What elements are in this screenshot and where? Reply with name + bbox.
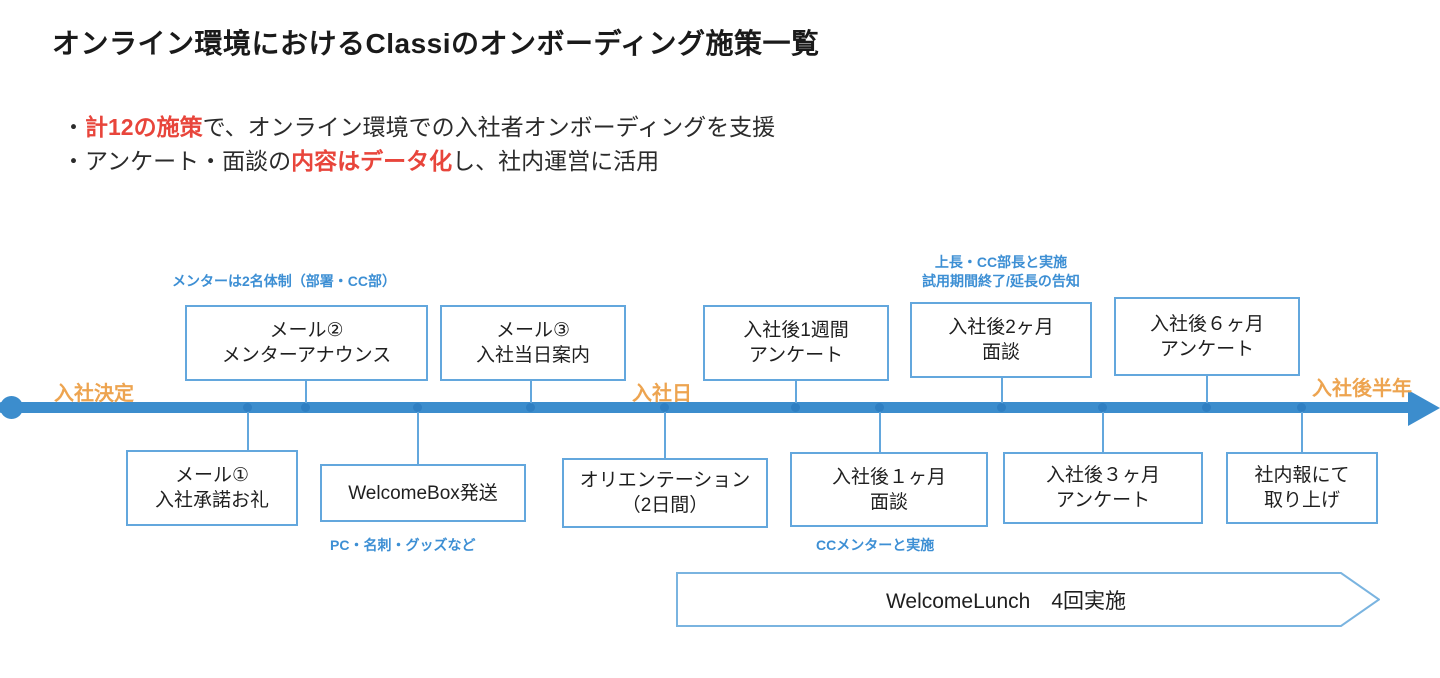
connector-stem	[1301, 410, 1303, 452]
node-line: メール③	[495, 320, 571, 341]
node-line: WelcomeBox発送	[348, 482, 498, 504]
node-line: メンターアナウンス	[221, 345, 392, 366]
milestone-label-hire-decision: 入社決定	[54, 383, 134, 405]
bullet-highlight: 内容はデータ化	[291, 148, 453, 174]
node-line: オリエンテーション	[579, 470, 751, 491]
node-mail-3-joinday-guide[interactable]: メール③ 入社当日案内	[440, 305, 626, 381]
node-line: 取り上げ	[1263, 490, 1340, 511]
welcome-lunch-label: WelcomeLunch 4回実施	[885, 589, 1127, 613]
bullet-prefix: ・アンケート・面談の	[62, 148, 292, 174]
timeline-node-dot	[875, 403, 884, 412]
annotation-line: PC・名刺・グッズなど	[330, 537, 476, 553]
annotation-welcomebox-contents: PC・名刺・グッズなど	[330, 536, 475, 555]
bullet-line-2: ・アンケート・面談の内容はデータ化し、社内運営に活用	[62, 144, 775, 178]
node-company-newsletter-feature[interactable]: 社内報にて 取り上げ	[1226, 452, 1378, 524]
timeline-axis	[0, 402, 1415, 413]
page-title: オンライン環境におけるClassiのオンボーディング施策一覧	[52, 28, 820, 59]
timeline-node-dot	[526, 403, 535, 412]
annotation-mentor-structure: メンターは2名体制（部署・CC部）	[172, 272, 396, 291]
welcome-lunch-banner[interactable]: WelcomeLunch 4回実施	[676, 572, 1380, 627]
node-line: 面談	[869, 491, 908, 513]
node-line: 入社承諾お礼	[154, 490, 269, 511]
timeline-node-dot	[791, 403, 800, 412]
milestone-label-half-year: 入社後半年	[1312, 378, 1412, 400]
node-line: メール①	[174, 465, 250, 486]
connector-stem	[1001, 378, 1003, 405]
node-line: アンケート	[1055, 490, 1151, 511]
annotation-line: メンターは2名体制（部署・CC部）	[172, 273, 397, 289]
node-line: 入社後2ヶ月	[948, 317, 1054, 338]
node-line: 入社後１ヶ月	[831, 466, 946, 488]
annotation-line: 試用期間終了/延長の告知	[922, 273, 1080, 289]
bullet-line-1: ・計12の施策で、オンライン環境での入社者オンボーディングを支援	[62, 110, 775, 144]
node-line: 入社後1週間	[743, 320, 849, 341]
chevron-banner-shape	[676, 572, 1380, 627]
node-mail-2-mentor-announce[interactable]: メール② メンターアナウンス	[185, 305, 428, 381]
timeline-node-dot	[301, 403, 310, 412]
connector-stem	[530, 381, 532, 405]
node-mail-1-offer-thanks[interactable]: メール① 入社承諾お礼	[126, 450, 298, 526]
bullet-highlight: 計12の施策	[85, 114, 203, 140]
connector-stem	[1102, 410, 1104, 452]
annotation-line: CCメンターと実施	[816, 537, 935, 553]
timeline-node-dot	[1202, 403, 1211, 412]
node-survey-3month[interactable]: 入社後３ヶ月 アンケート	[1003, 452, 1203, 524]
node-line: 入社後６ヶ月	[1149, 313, 1264, 335]
bullet-list: ・計12の施策で、オンライン環境での入社者オンボーディングを支援 ・アンケート・…	[62, 110, 775, 178]
timeline-node-dot	[660, 403, 669, 412]
connector-stem	[1206, 376, 1208, 405]
timeline-start-marker	[0, 396, 23, 419]
timeline-node-dot	[243, 403, 252, 412]
connector-stem	[417, 410, 419, 464]
timeline-node-dot	[1098, 403, 1107, 412]
node-line: 面談	[981, 342, 1020, 363]
annotation-line: 上長・CC部長と実施	[934, 254, 1068, 270]
timeline-arrowhead-icon	[1408, 390, 1440, 426]
node-line: 入社当日案内	[475, 345, 590, 366]
bullet-prefix: ・	[62, 114, 85, 140]
connector-stem	[664, 410, 666, 458]
node-welcomebox-shipping[interactable]: WelcomeBox発送	[320, 464, 526, 522]
node-line: メール②	[269, 320, 344, 341]
connector-stem	[795, 381, 797, 405]
node-interview-2month[interactable]: 入社後2ヶ月 面談	[910, 302, 1092, 378]
node-line: 入社後３ヶ月	[1045, 465, 1160, 486]
connector-stem	[879, 410, 881, 452]
node-line: 社内報にて	[1254, 465, 1350, 486]
annotation-cc-mentor: CCメンターと実施	[816, 536, 934, 555]
node-interview-1month[interactable]: 入社後１ヶ月 面談	[790, 452, 988, 527]
node-survey-1week[interactable]: 入社後1週間 アンケート	[703, 305, 889, 381]
annotation-probation-notice: 上長・CC部長と実施 試用期間終了/延長の告知	[905, 253, 1097, 291]
node-orientation[interactable]: オリエンテーション （2日間）	[562, 458, 768, 528]
milestone-label-join-day: 入社日	[632, 383, 692, 405]
timeline-node-dot	[413, 403, 422, 412]
connector-stem	[305, 381, 307, 405]
bullet-suffix: し、社内運営に活用	[452, 148, 660, 174]
node-line: アンケート	[748, 345, 844, 366]
node-line: アンケート	[1159, 338, 1255, 360]
timeline-node-dot	[1297, 403, 1306, 412]
node-survey-6month[interactable]: 入社後６ヶ月 アンケート	[1114, 297, 1300, 376]
node-line: （2日間）	[621, 495, 709, 516]
timeline-node-dot	[997, 403, 1006, 412]
bullet-suffix: で、オンライン環境での入社者オンボーディングを支援	[202, 114, 776, 140]
connector-stem	[247, 410, 249, 450]
